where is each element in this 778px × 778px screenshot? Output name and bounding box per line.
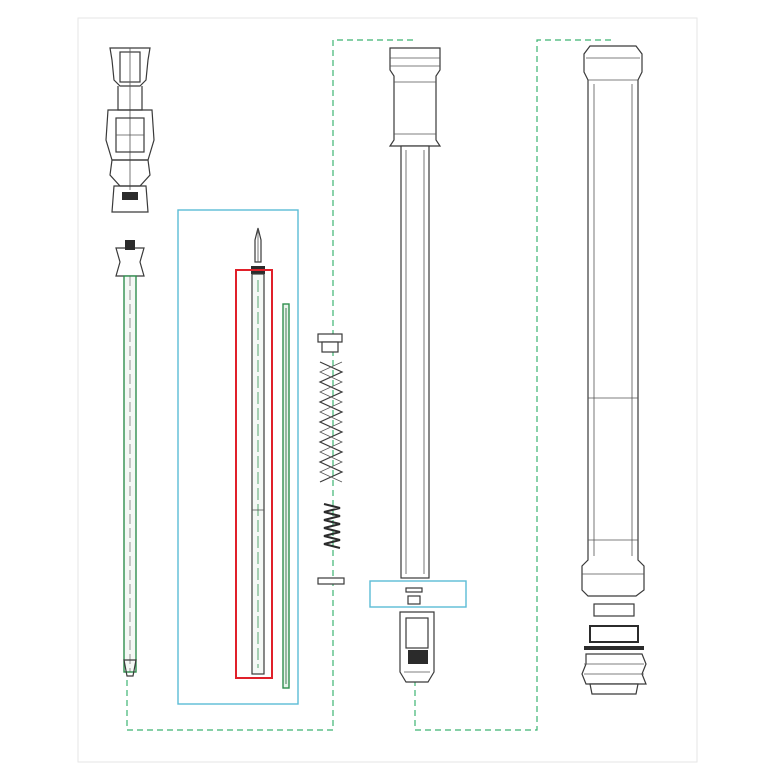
connector-right bbox=[414, 39, 612, 731]
drawing-frame bbox=[77, 17, 698, 763]
damper-rod-highlight-box bbox=[235, 269, 273, 679]
dashed-connectors bbox=[126, 39, 612, 731]
short-spring bbox=[323, 503, 341, 549]
stanchion-foot bbox=[399, 611, 435, 683]
bottom-seal-parts bbox=[405, 587, 423, 605]
damper-cartridge-assembly bbox=[105, 47, 155, 677]
damper-rod bbox=[251, 227, 265, 675]
connector-left bbox=[126, 39, 415, 731]
stanchion-tube bbox=[388, 47, 442, 579]
thin-rod bbox=[282, 303, 290, 689]
lower-leg-seals bbox=[581, 603, 647, 695]
main-spring bbox=[318, 361, 344, 483]
rod-group-box bbox=[177, 209, 299, 705]
lower-leg bbox=[581, 45, 645, 597]
top-cap bbox=[317, 333, 343, 353]
spacer bbox=[317, 577, 345, 585]
stanchion-bottom-group-box bbox=[369, 580, 467, 608]
